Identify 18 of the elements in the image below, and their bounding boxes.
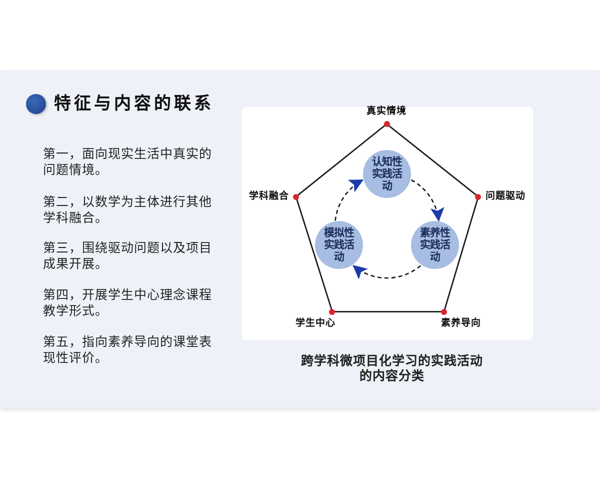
- cycle-arrow: [352, 265, 421, 280]
- vertex-label: 真实情境: [366, 106, 407, 118]
- point-text: 第三，围绕驱动问题以及项目成果开展。: [43, 240, 213, 272]
- vertex-label: 问题驱动: [485, 190, 526, 203]
- point-text: 第四，开展学生中心理念课程教学形式。: [43, 287, 213, 319]
- pentagon-side: [296, 123, 388, 198]
- vertex-label: 学科融合: [249, 190, 289, 203]
- point-text: 第一，面向现实生活中真实的问题情境。: [43, 146, 213, 178]
- pentagon-side: [386, 123, 479, 198]
- cycle-arrow: [334, 179, 364, 221]
- point-text: 第五，指向素养导向的课堂表现性评价。: [43, 334, 213, 366]
- pentagon-side: [332, 311, 444, 312]
- vertex-label: 学生中心: [295, 318, 336, 330]
- vertex-label: 素养导向: [441, 318, 481, 330]
- cycle-arrow: [410, 179, 444, 222]
- point-text: 第二，以数学为主体进行其他学科融合。: [43, 194, 213, 226]
- slide-title: 特征与内容的联系: [54, 93, 214, 115]
- figure-caption: 跨学科微项目化学习的实践活动的内容分类: [300, 353, 484, 383]
